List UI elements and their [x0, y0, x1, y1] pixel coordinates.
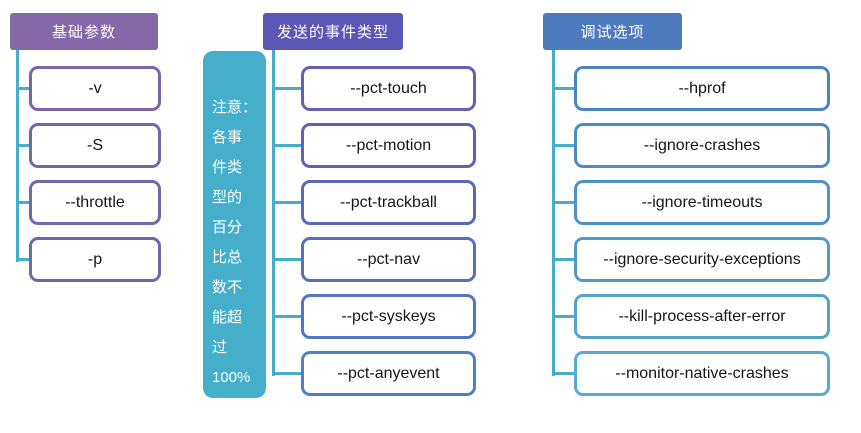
connector-stub — [272, 372, 301, 375]
note-box: 注意： 各事 件类 型的 百分 比总 数不 能超 过 100% — [203, 51, 266, 398]
connector-stub — [272, 258, 301, 261]
note-line: 注意： — [212, 99, 258, 116]
connector-stub — [272, 144, 301, 147]
connector-stub — [552, 258, 574, 261]
node-ignore-crashes: --ignore-crashes — [574, 123, 830, 168]
node-s: -S — [29, 123, 161, 168]
note-line: 各事 — [212, 129, 243, 146]
connector-stub — [272, 315, 301, 318]
header-event-types: 发送的事件类型 — [263, 13, 403, 50]
connector-stub — [552, 315, 574, 318]
node-pct-motion: --pct-motion — [301, 123, 476, 168]
node-pct-syskeys: --pct-syskeys — [301, 294, 476, 339]
header-basic-params: 基础参数 — [10, 13, 158, 50]
node-ignore-security-exceptions: --ignore-security-exceptions — [574, 237, 830, 282]
node-throttle: --throttle — [29, 180, 161, 225]
connector-stub — [272, 87, 301, 90]
node-pct-nav: --pct-nav — [301, 237, 476, 282]
connector-stub — [16, 258, 29, 261]
tree3-trunk-line — [552, 50, 555, 376]
connector-stub — [552, 144, 574, 147]
connector-stub — [552, 372, 574, 375]
tree1-trunk-line — [16, 50, 19, 262]
note-line: 过 — [212, 339, 228, 356]
tree2-trunk-line — [272, 50, 275, 376]
connector-stub — [552, 87, 574, 90]
node-ignore-timeouts: --ignore-timeouts — [574, 180, 830, 225]
connector-stub — [16, 144, 29, 147]
connector-stub — [16, 87, 29, 90]
note-line: 数不 — [212, 279, 243, 296]
connector-stub — [16, 201, 29, 204]
connector-stub — [552, 201, 574, 204]
node-pct-anyevent: --pct-anyevent — [301, 351, 476, 396]
header-debug-options: 调试选项 — [543, 13, 682, 50]
node-p: -p — [29, 237, 161, 282]
note-line: 能超 — [212, 309, 243, 326]
note-line: 比总 — [212, 249, 243, 266]
node-monitor-native-crashes: --monitor-native-crashes — [574, 351, 830, 396]
connector-stub — [272, 201, 301, 204]
node-pct-trackball: --pct-trackball — [301, 180, 476, 225]
node-kill-process-after-error: --kill-process-after-error — [574, 294, 830, 339]
note-line: 100% — [212, 369, 251, 386]
note-line: 型的 — [212, 189, 243, 206]
node-pct-touch: --pct-touch — [301, 66, 476, 111]
note-line: 件类 — [212, 159, 243, 176]
node-hprof: --hprof — [574, 66, 830, 111]
note-line: 百分 — [212, 219, 243, 236]
node-v: -v — [29, 66, 161, 111]
